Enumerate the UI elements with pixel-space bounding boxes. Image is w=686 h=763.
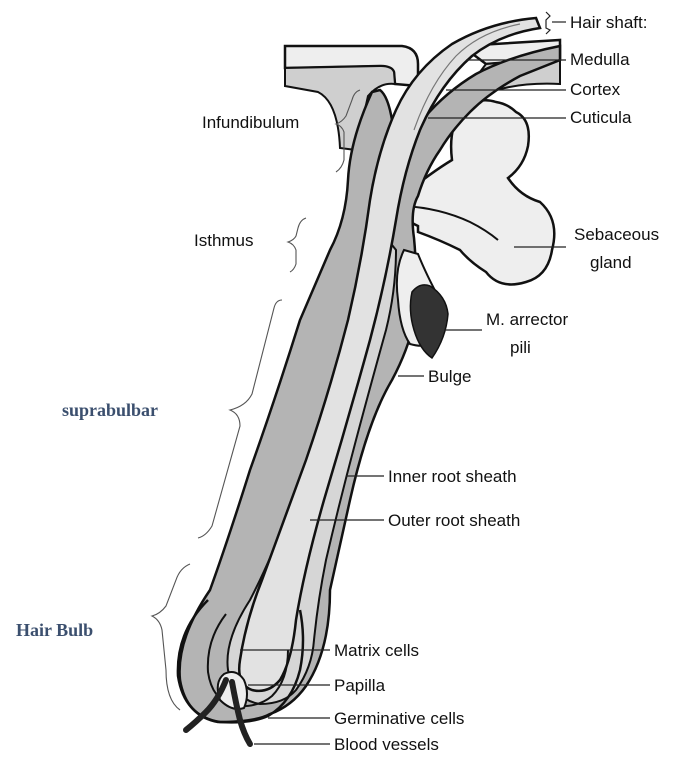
label-cortex: Cortex: [570, 80, 621, 99]
label-hair-bulb: Hair Bulb: [16, 620, 93, 640]
label-bulge: Bulge: [428, 367, 471, 386]
label-sebaceous-line2: gland: [590, 253, 632, 272]
label-arrector-line2: pili: [510, 338, 531, 357]
label-infundibulum: Infundibulum: [202, 113, 299, 132]
label-hair-shaft: Hair shaft:: [570, 13, 647, 32]
label-germinative-cells: Germinative cells: [334, 709, 464, 728]
label-blood-vessels: Blood vessels: [334, 735, 439, 754]
arrector-pili-muscle: [410, 285, 448, 358]
label-outer-root-sheath: Outer root sheath: [388, 511, 520, 530]
label-medulla: Medulla: [570, 50, 630, 69]
label-matrix-cells: Matrix cells: [334, 641, 419, 660]
label-arrector-line1: M. arrector: [486, 310, 569, 329]
label-sebaceous-line1: Sebaceous: [574, 225, 659, 244]
label-cuticula: Cuticula: [570, 108, 632, 127]
label-inner-root-sheath: Inner root sheath: [388, 467, 517, 486]
label-papilla: Papilla: [334, 676, 386, 695]
label-suprabulbar: suprabulbar: [62, 400, 158, 420]
label-isthmus: Isthmus: [194, 231, 254, 250]
